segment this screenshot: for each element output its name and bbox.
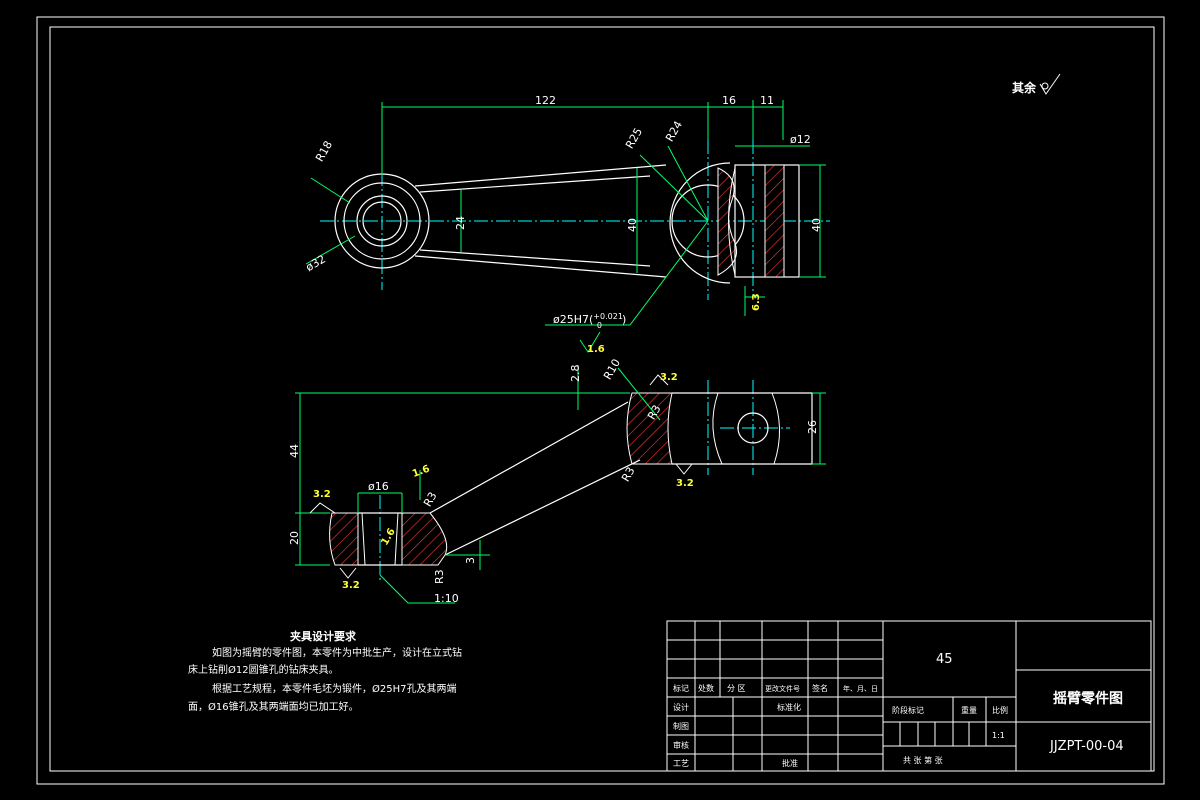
label-weight: 重量 (961, 705, 977, 715)
scale-value: 1:1 (992, 731, 1005, 740)
dim-taper: 1:10 (434, 592, 459, 605)
title-block-text: 45 摇臂零件图 JJZPT-00-04 标记 处数 分 区 更改文件号 签名 … (673, 652, 1124, 768)
label-date: 年、月、日 (843, 684, 878, 693)
notes-line-4: 面，Ø16锥孔及其两端面均已加工好。 (188, 700, 359, 713)
roughness-symbol-icon (1039, 73, 1061, 95)
dim-r3-b: R3 (619, 465, 638, 484)
roughness-3-2-c: 3.2 (660, 372, 678, 383)
material: 45 (936, 652, 953, 667)
dim-40-mid: 40 (626, 218, 639, 232)
label-stage-mark: 阶段标记 (892, 705, 924, 715)
fit-upper: +0.021 (593, 312, 623, 321)
dim-dia-12: ø12 (790, 133, 811, 146)
dim-r3-c: R3 (421, 490, 440, 509)
sheet-count: 共 张 第 张 (903, 755, 943, 765)
label-design: 设计 (673, 702, 689, 712)
dim-r10: R10 (601, 357, 623, 382)
label-process: 工艺 (673, 759, 689, 768)
roughness-1-6-side-b: 1.6 (379, 527, 397, 548)
roughness-3-2-d: 3.2 (676, 478, 694, 489)
dim-r3-a: R3 (645, 403, 664, 422)
label-scale: 比例 (992, 705, 1008, 715)
dim-dia-16: ø16 (368, 480, 389, 493)
notes-title: 夹具设计要求 (290, 629, 357, 643)
inner-frame (49, 26, 1155, 772)
dim-r24: R24 (663, 119, 685, 144)
label-zone: 分 区 (727, 684, 746, 693)
roughness-1-6-top: 1.6 (587, 344, 605, 355)
label-count: 处数 (698, 683, 714, 693)
outer-frame (36, 16, 1165, 785)
dim-2-8: 2.8 (569, 365, 582, 383)
fit-close: ) (622, 313, 626, 326)
roughness-1-6-side-a: 1.6 (411, 464, 431, 480)
dim-dia-32: ø32 (304, 252, 328, 274)
label-change-doc: 更改文件号 (765, 684, 800, 693)
dim-16: 16 (722, 94, 736, 107)
side-view: 2.8 R10 R3 R3 R3 R3 44 26 20 ø16 3 1:10 … (288, 357, 826, 605)
dim-44: 44 (288, 444, 301, 458)
surface-note: 其余 (1012, 80, 1037, 95)
label-signature: 签名 (812, 683, 828, 693)
label-approve: 批准 (782, 758, 798, 768)
label-mark: 标记 (673, 683, 689, 693)
roughness-3-2-b: 3.2 (342, 580, 360, 591)
technical-notes: 夹具设计要求 如图为摇臂的零件图，本零件为中批生产，设计在立式钻 床上钻削Ø12… (188, 629, 462, 713)
dim-20: 20 (288, 531, 301, 545)
roughness-3-2-a: 3.2 (313, 489, 331, 500)
dim-24: 24 (454, 216, 467, 230)
dim-26: 26 (806, 420, 819, 434)
dim-r25: R25 (623, 126, 645, 151)
title-block (666, 620, 1152, 772)
fit-lower: 0 (597, 321, 602, 330)
fit-text: ø25H7( (553, 313, 593, 326)
roughness-6-3-top: 6.3 (751, 293, 762, 311)
dim-r3-d: R3 (433, 569, 446, 584)
dim-r18: R18 (313, 139, 335, 164)
label-review: 审核 (673, 740, 689, 750)
notes-line-2: 床上钻削Ø12圆锥孔的钻床夹具。 (188, 663, 339, 676)
dim-11: 11 (760, 94, 774, 107)
notes-line-1: 如图为摇臂的零件图，本零件为中批生产，设计在立式钻 (212, 646, 462, 659)
top-view: 122 16 11 ø12 R18 R25 R24 24 40 40 ø32 ø… (304, 94, 830, 355)
dim-3: 3 (464, 557, 477, 564)
part-name: 摇臂零件图 (1053, 690, 1123, 707)
drawing-number: JJZPT-00-04 (1049, 739, 1124, 754)
dim-40-right: 40 (810, 218, 823, 232)
dim-122: 122 (535, 94, 556, 107)
label-standardization: 标准化 (777, 702, 801, 712)
label-draft: 制图 (673, 721, 689, 731)
notes-line-3: 根据工艺规程，本零件毛坯为锻件，Ø25H7孔及其两端 (212, 682, 456, 695)
